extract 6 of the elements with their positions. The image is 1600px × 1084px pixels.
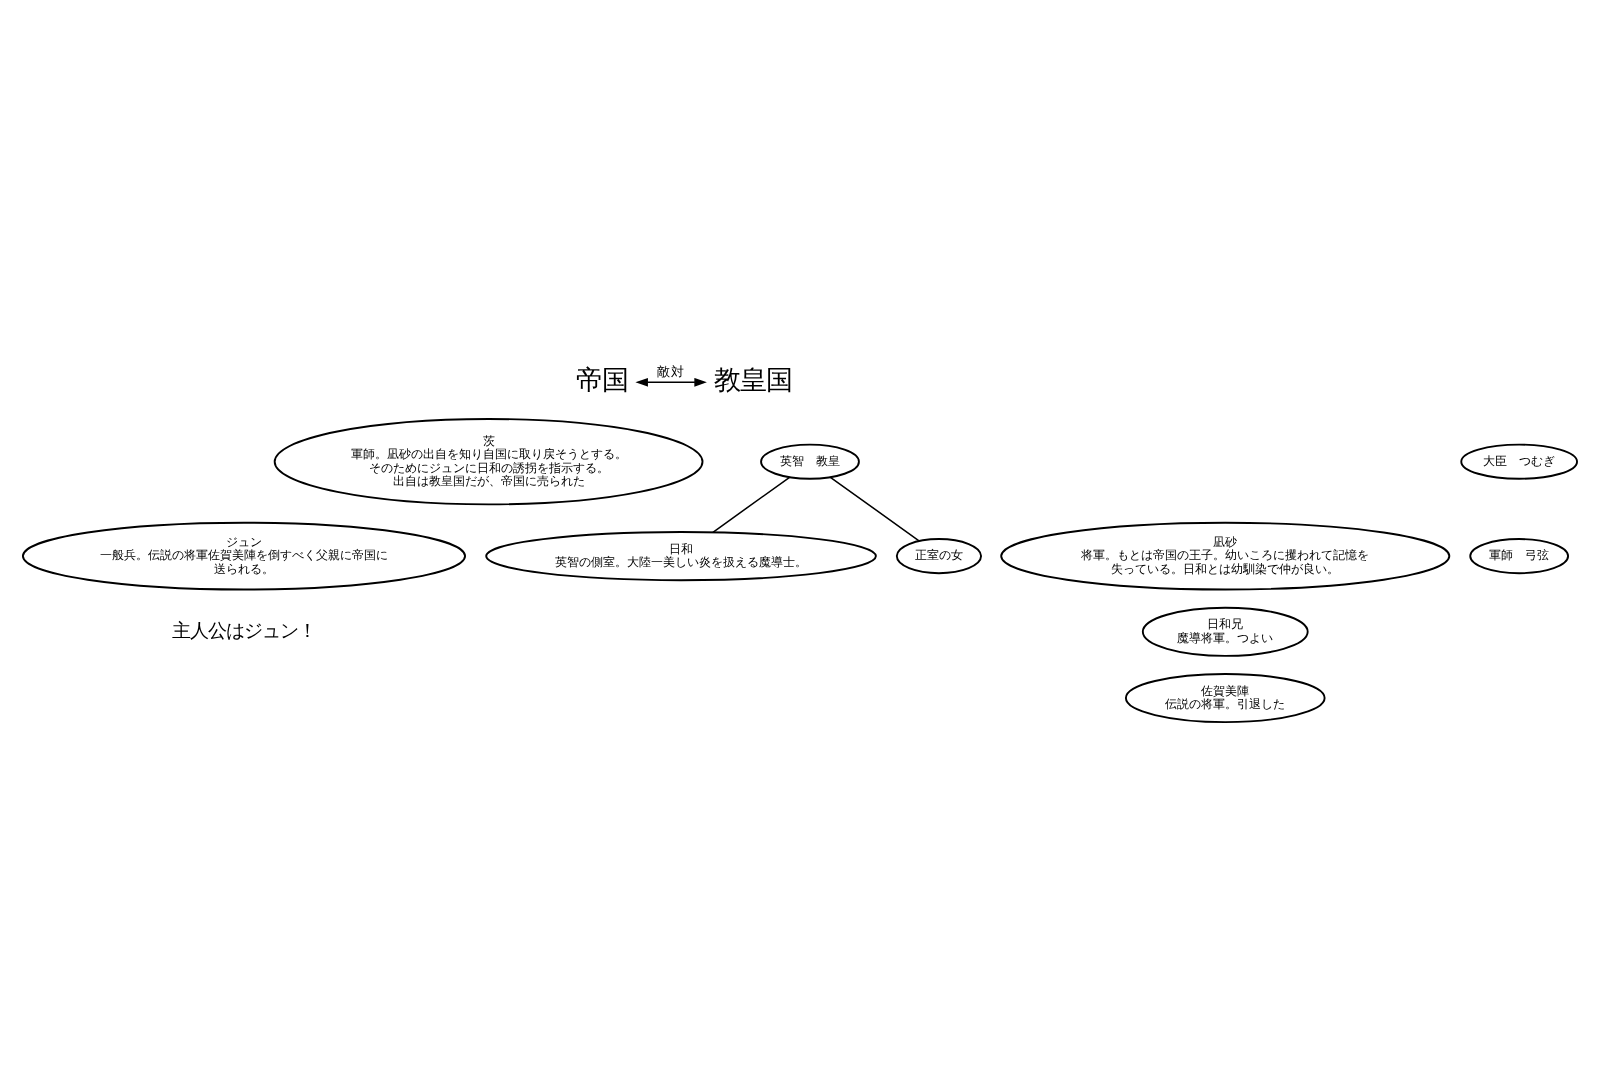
node-text: 教皇国	[714, 365, 793, 396]
connector	[712, 475, 791, 533]
connector	[829, 475, 920, 541]
node-text: 帝国	[576, 365, 629, 396]
arrow	[635, 376, 707, 386]
label: 主人公はジュン！	[171, 619, 316, 642]
